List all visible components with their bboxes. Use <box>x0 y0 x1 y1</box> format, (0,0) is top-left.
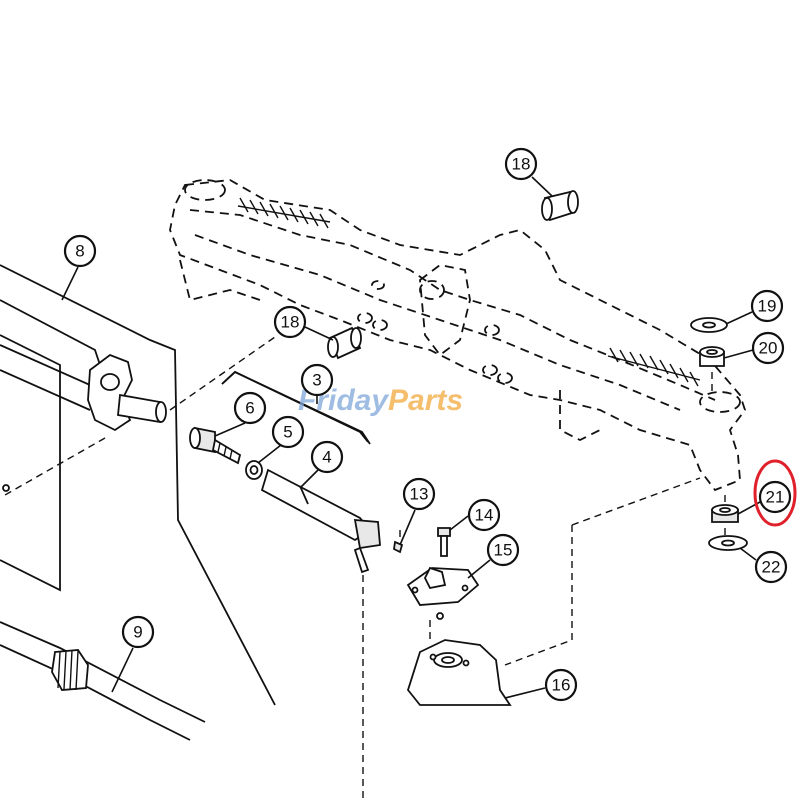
callout-20[interactable]: 20 <box>723 331 785 365</box>
callout-8[interactable]: 8 <box>61 234 97 301</box>
svg-text:16: 16 <box>552 676 571 695</box>
axle-frame <box>169 179 747 492</box>
callout-22[interactable]: 22 <box>739 547 788 584</box>
svg-text:5: 5 <box>283 423 292 442</box>
tie-rod-threads <box>217 442 233 460</box>
svg-text:21: 21 <box>766 488 785 507</box>
svg-text:20: 20 <box>759 339 778 358</box>
svg-text:22: 22 <box>762 558 781 577</box>
callout-16[interactable]: 16 <box>504 668 578 702</box>
cylinder-shaft <box>0 621 206 741</box>
washer-22 <box>708 535 748 551</box>
svg-text:14: 14 <box>475 506 494 525</box>
callout-13[interactable]: 13 <box>399 477 436 546</box>
svg-text:18: 18 <box>281 313 300 332</box>
callouts: 3 4 5 6 8 9 <box>61 147 797 702</box>
svg-text:9: 9 <box>133 623 142 642</box>
callout-21[interactable]: 21 <box>737 459 797 527</box>
spacer-20 <box>699 346 725 367</box>
highlight-ring <box>753 459 797 527</box>
steering-arm-15 <box>406 566 480 606</box>
callout-15[interactable]: 15 <box>467 533 520 579</box>
svg-text:4: 4 <box>322 448 331 467</box>
callout-4[interactable]: 4 <box>299 440 344 489</box>
bushing-upper <box>541 190 579 222</box>
assembly-guides <box>4 336 726 800</box>
callout-9[interactable]: 9 <box>111 615 155 693</box>
spindle-16 <box>406 612 512 706</box>
washer-19 <box>690 317 728 333</box>
svg-text:8: 8 <box>75 242 84 261</box>
group-bracket <box>221 370 371 445</box>
svg-text:15: 15 <box>494 541 513 560</box>
callout-3[interactable]: 3 <box>300 363 334 404</box>
svg-text:19: 19 <box>758 297 777 316</box>
callout-14[interactable]: 14 <box>449 498 501 532</box>
callout-19[interactable]: 19 <box>725 289 784 325</box>
watermark-logo: FridayParts <box>298 384 463 417</box>
callout-6[interactable]: 6 <box>214 391 267 437</box>
svg-text:13: 13 <box>410 485 429 504</box>
hatched-pad-right <box>607 347 701 387</box>
cylinder-housing <box>0 264 276 706</box>
nut-21 <box>711 504 739 523</box>
hatched-pad-left <box>237 197 331 229</box>
tie-rod-assembly <box>189 370 381 574</box>
callout-18-lower[interactable]: 18 <box>273 305 334 341</box>
svg-text:18: 18 <box>512 155 531 174</box>
callout-5[interactable]: 5 <box>257 415 305 464</box>
svg-text:3: 3 <box>312 371 321 390</box>
callout-18-upper[interactable]: 18 <box>504 147 553 197</box>
bolt-14 <box>437 527 451 557</box>
bushing-lower <box>327 326 362 360</box>
svg-text:6: 6 <box>245 399 254 418</box>
